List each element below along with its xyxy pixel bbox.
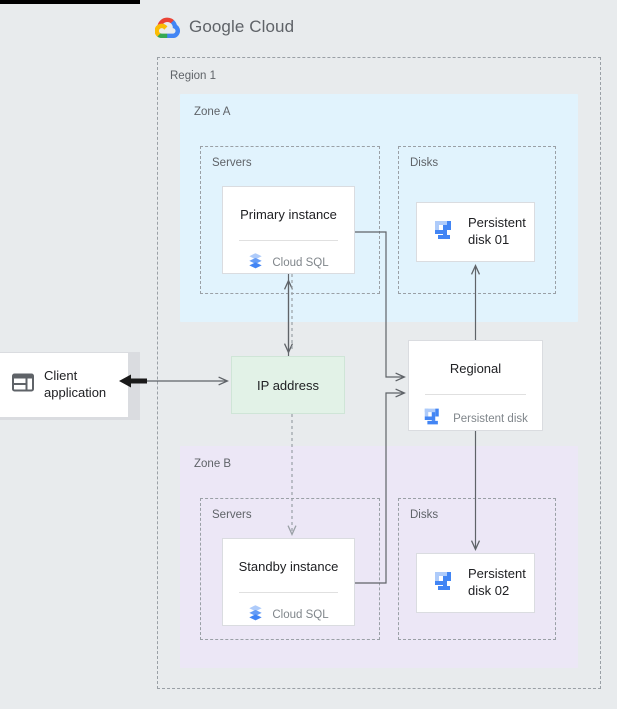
card-divider <box>425 394 526 395</box>
persistent-disk-icon <box>433 218 457 247</box>
mouse-cursor-icon <box>119 374 147 388</box>
group-label-disks-a: Disks <box>410 157 439 169</box>
group-label-servers-b: Servers <box>212 509 252 521</box>
regional-persistent-disk-card[interactable]: Regional Persistent disk <box>408 340 543 431</box>
regional-disk-subrow: Persistent disk <box>409 406 542 432</box>
region-label: Region 1 <box>170 70 217 82</box>
persistent-disk-icon <box>423 406 444 432</box>
brand-google: Google <box>189 17 245 36</box>
standby-instance-subrow: Cloud SQL <box>223 604 354 626</box>
cloud-sql-icon <box>248 604 263 626</box>
primary-instance-title: Primary instance <box>240 207 337 222</box>
client-line1: Client <box>44 368 78 384</box>
zone-a-servers-group: Servers <box>200 146 380 294</box>
client-line2: application <box>44 385 107 400</box>
pd01-line2: disk 01 <box>468 232 510 247</box>
client-window-icon <box>12 373 34 397</box>
group-label-disks-b: Disks <box>410 509 439 521</box>
zone-a-disks-group: Disks <box>398 146 556 294</box>
pd02-line2: disk 02 <box>468 583 510 598</box>
pd02-line1: Persistent <box>468 566 526 582</box>
group-label-servers-a: Servers <box>212 157 252 169</box>
ip-address-box[interactable]: IP address <box>231 356 345 414</box>
primary-instance-card[interactable]: Primary instance Cloud SQL <box>222 186 355 274</box>
ip-address-label: IP address <box>257 377 319 393</box>
card-divider <box>239 592 338 593</box>
standby-instance-title: Standby instance <box>238 559 339 574</box>
brand-wordmark: Google Cloud <box>189 17 294 37</box>
top-black-bar <box>0 0 140 4</box>
zone-b-label: Zone B <box>194 458 232 470</box>
brand-cloud: Cloud <box>249 17 295 36</box>
google-cloud-logo-icon <box>155 16 181 38</box>
primary-instance-subtitle: Cloud SQL <box>272 257 329 269</box>
regional-disk-subtitle: Persistent disk <box>453 413 528 425</box>
pd01-line1: Persistent <box>468 215 526 231</box>
standby-instance-card[interactable]: Standby instance Cloud SQL <box>222 538 355 626</box>
standby-instance-subtitle: Cloud SQL <box>272 609 329 621</box>
persistent-disk-icon <box>433 569 457 598</box>
primary-instance-subrow: Cloud SQL <box>223 252 354 274</box>
cloud-sql-icon <box>248 252 263 274</box>
zone-a-label: Zone A <box>194 106 231 118</box>
regional-disk-title: Regional <box>449 361 502 376</box>
google-cloud-brand: Google Cloud <box>155 16 294 38</box>
card-divider <box>239 240 338 241</box>
